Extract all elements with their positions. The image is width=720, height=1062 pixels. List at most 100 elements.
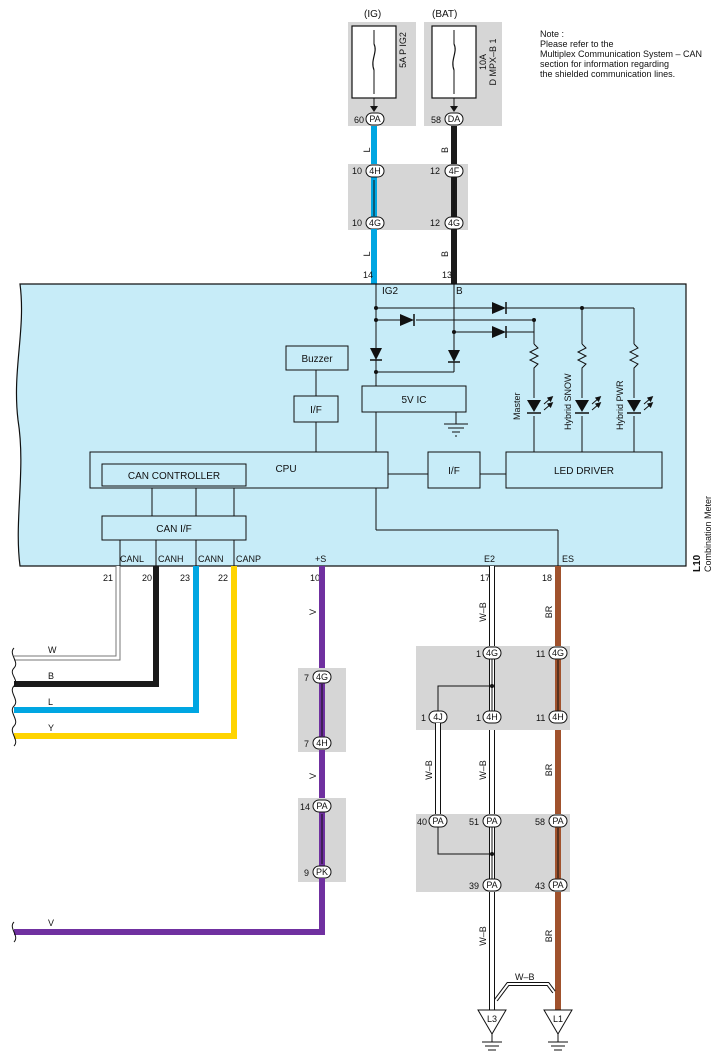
pin-number: 10 [310, 573, 320, 583]
connector-name: PA [369, 114, 380, 124]
connector-name: 4H [316, 738, 328, 748]
pin-number: 9 [304, 868, 309, 878]
note-line: the shielded communication lines. [540, 69, 675, 79]
pin-number: 1 [476, 649, 481, 659]
pin-number: 39 [469, 881, 479, 891]
connector-name: 4G [369, 218, 381, 228]
led-hybrid-pwr: Hybrid PWR [615, 380, 654, 430]
pin-number: 11 [536, 649, 545, 659]
connector-name: 4H [552, 712, 564, 722]
connector-name: 4G [486, 648, 498, 658]
connector-name: 4G [316, 672, 328, 682]
pin-number: 23 [180, 573, 190, 583]
ic-block: 5V IC [401, 395, 426, 406]
note: Note : Please refer to the Multiplex Com… [540, 29, 702, 79]
pin-number: 11 [536, 713, 545, 723]
plus-s-line: 10 V 4G 7 4H 7 V PA 14 PK 9 V [11, 566, 346, 943]
meter-id: L10 [692, 554, 703, 572]
pin-number: 17 [480, 573, 490, 583]
pin-number: 14 [363, 270, 373, 280]
pin-number: 21 [103, 573, 113, 583]
wire-color: W–B [478, 926, 488, 946]
fuse-label: 10A [478, 54, 488, 70]
wire-color: B [440, 147, 450, 153]
wire-color: BR [544, 763, 554, 776]
wire-color: W–B [515, 972, 535, 982]
can-if-block: CAN I/F [156, 524, 192, 535]
connector-name: PA [486, 880, 497, 890]
pin-number: 22 [218, 573, 228, 583]
led-label: Hybrid PWR [615, 380, 625, 430]
wire-color: BR [544, 929, 554, 942]
led-label: Master [512, 392, 522, 420]
wire-color: L [362, 251, 372, 256]
pin-number: 12 [430, 218, 440, 228]
pin-number: 10 [352, 166, 362, 176]
wire-color: W–B [478, 760, 488, 780]
wire-color: W–B [478, 602, 488, 622]
if-block: I/F [310, 405, 322, 416]
terminal-label: IG2 [382, 286, 399, 297]
led-master: Master [512, 392, 554, 420]
terminal-label: E2 [484, 554, 495, 564]
pin-number: 1 [421, 713, 426, 723]
terminal-label: ES [562, 554, 574, 564]
connector-name: 4J [433, 712, 443, 722]
pin-number: 51 [469, 817, 479, 827]
wire-color: BR [544, 605, 554, 618]
can-controller-block: CAN CONTROLLER [128, 471, 220, 482]
pin-number: 7 [304, 739, 309, 749]
can-wires: 21 20 23 22 W B L Y [11, 566, 237, 747]
pin-number: 18 [542, 573, 552, 583]
fuse-source: (BAT) [432, 9, 457, 20]
terminal-label: CANH [158, 554, 184, 564]
connector-name: 4G [552, 648, 564, 658]
fuse-label: 5A P IG2 [398, 32, 408, 68]
connector-name: PA [552, 816, 563, 826]
buzzer-block: Buzzer [301, 354, 333, 365]
note-line: Multiplex Communication System – CAN [540, 49, 702, 59]
fuse-ig: (IG) 5A P IG2 PA 60 [348, 9, 416, 126]
note-line: Please refer to the [540, 39, 614, 49]
wire-color: W [48, 645, 57, 655]
pin-number: 58 [431, 115, 441, 125]
connector-name: PA [316, 801, 327, 811]
led-hybrid-snow: Hybrid SNOW [563, 373, 602, 430]
wire-color: L [362, 147, 372, 152]
pin-number: 58 [535, 817, 545, 827]
ground-label: L3 [487, 1014, 497, 1024]
terminal-label: CANL [120, 554, 144, 564]
pin-number: 60 [354, 115, 364, 125]
terminal-label: B [456, 286, 463, 297]
pin-number: 20 [142, 573, 152, 583]
wire-color: V [308, 773, 318, 779]
cpu-block: CPU [275, 464, 296, 475]
fuse-source: (IG) [364, 9, 381, 20]
pin-number: 10 [352, 218, 362, 228]
wire-color: V [48, 918, 54, 928]
wire-color: B [48, 671, 54, 681]
pin-number: 12 [430, 166, 440, 176]
connector-name: PA [552, 880, 563, 890]
pin-number: 1 [476, 713, 481, 723]
fuse-label: D MPX–B 1 [488, 38, 498, 85]
terminal-label: +S [315, 554, 326, 564]
connector-name: 4F [449, 166, 460, 176]
wire-color: V [308, 609, 318, 615]
connector-name: PA [486, 816, 497, 826]
connector-name: PK [316, 867, 328, 877]
top-wires: L B 4H 10 4F 12 4G 10 4G 12 L B 14 13 [348, 126, 468, 284]
ground-section: 17 18 W–B BR 4G 1 4G 11 4J 1 4H 1 4H [416, 566, 573, 1051]
led-label: Hybrid SNOW [563, 373, 573, 430]
pin-number: 40 [417, 817, 427, 827]
ground-point-l3: L3 [477, 1009, 507, 1051]
connector-name: DA [448, 114, 461, 124]
connector-name: PA [432, 816, 443, 826]
ground-point-l1: L1 [543, 1009, 573, 1051]
led-driver-block: LED DRIVER [554, 466, 614, 477]
pin-number: 43 [535, 881, 545, 891]
pin-number: 13 [442, 270, 452, 280]
wire-color: Y [48, 723, 54, 733]
connector-name: 4G [448, 218, 460, 228]
